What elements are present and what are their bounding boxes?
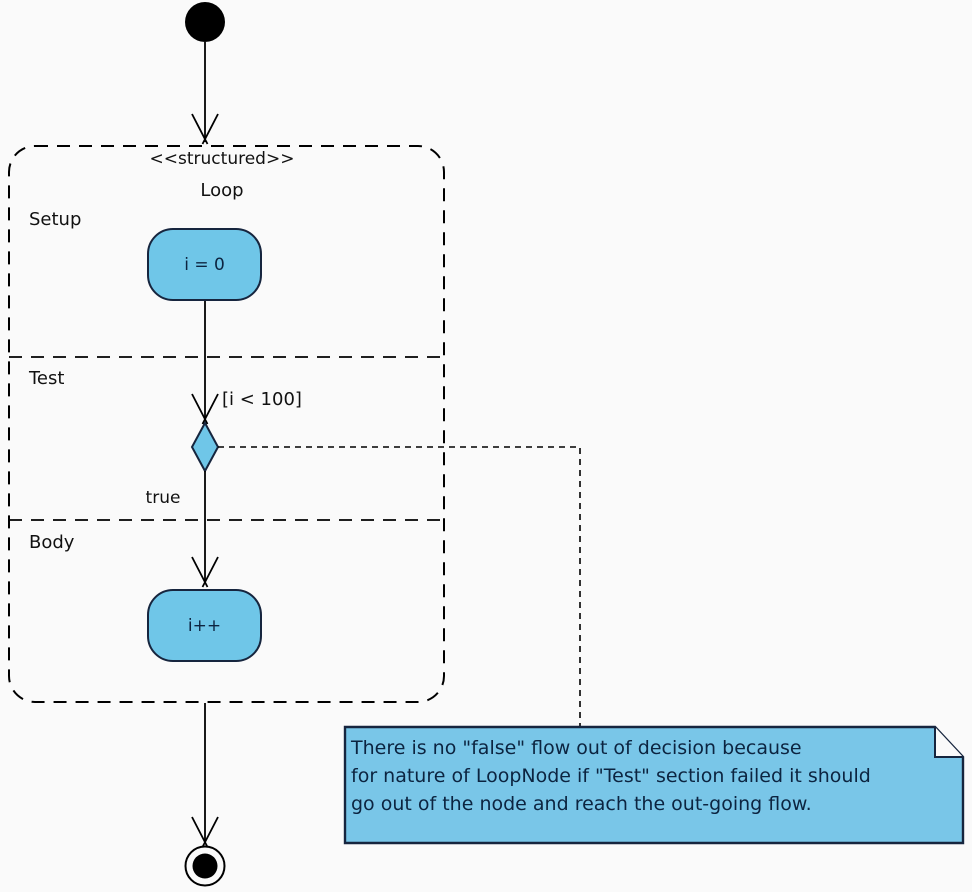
note-line-2: for nature of LoopNode if "Test" section… [351, 765, 871, 787]
note-line-1: There is no "false" flow out of decision… [351, 737, 802, 759]
note-anchor-line [218, 446, 581, 726]
section-label-setup: Setup [29, 209, 82, 230]
loop-stereotype: <<structured>> [149, 149, 295, 169]
guard-label: [i < 100] [222, 389, 302, 410]
loop-title: Loop [200, 180, 244, 201]
note-text: There is no "false" flow out of decision… [351, 734, 955, 818]
section-label-test: Test [29, 368, 65, 389]
section-label-body: Body [29, 532, 75, 553]
action-node-setup: i = 0 [147, 228, 262, 301]
arrowhead-icon [191, 556, 219, 588]
arrowhead-icon [191, 816, 219, 848]
note-line-3: go out of the node and reach the out-goi… [351, 793, 812, 815]
arrowhead-icon [191, 393, 219, 425]
action-node-body: i++ [147, 589, 262, 662]
action-node-setup-label: i = 0 [184, 254, 225, 275]
final-node-inner [192, 853, 218, 879]
initial-node [185, 2, 225, 42]
action-node-body-label: i++ [187, 615, 222, 636]
note-folded-corner-icon [934, 727, 963, 758]
true-branch-label: true [145, 488, 181, 508]
arrowhead-icon [191, 113, 219, 145]
note-shape [343, 725, 965, 845]
decision-diamond [190, 420, 220, 474]
